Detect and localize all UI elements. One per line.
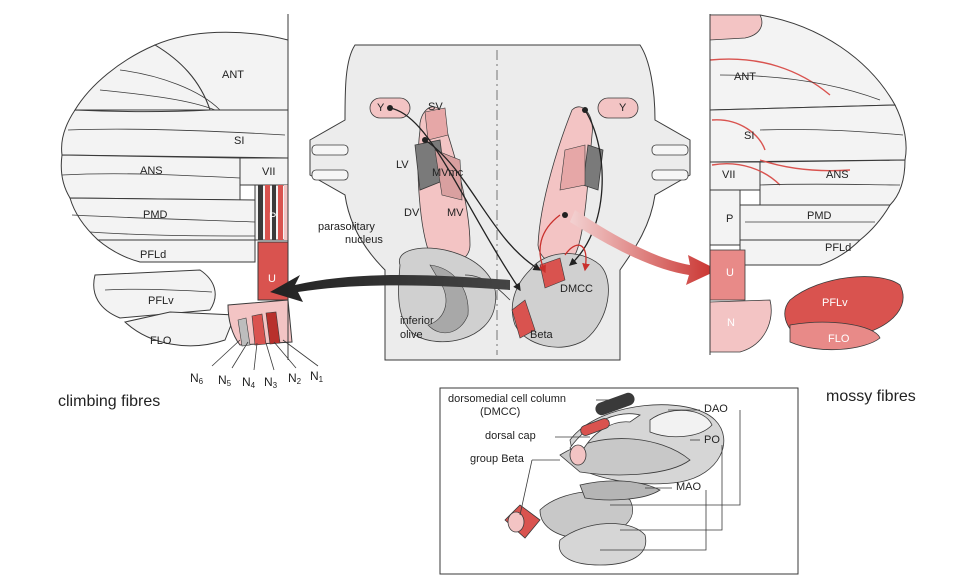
left-label-vii: VII (262, 166, 276, 178)
right-lobule-ant (709, 14, 896, 111)
right-label-pfld: PFLd (825, 242, 852, 254)
inset-label-dao: DAO (704, 403, 728, 415)
beta-region (511, 299, 536, 339)
left-label-ans: ANS (140, 165, 163, 177)
nucleus-label-n4: N4 (242, 376, 255, 390)
nucleus-subscript: 3 (272, 381, 278, 390)
right-red-lines (709, 58, 851, 186)
left-lobule-ans (60, 154, 241, 201)
right-lobule-pfld (739, 239, 862, 266)
nucleus-label-n1: N1 (310, 370, 323, 384)
right-label-ant: ANT (734, 71, 756, 83)
right-label-flo: FLO (828, 333, 850, 345)
nucleus-subscript: 6 (198, 377, 204, 386)
right-lobule-ans (759, 159, 906, 206)
right-label-n: N (727, 317, 735, 329)
left-label-si: SI (234, 135, 245, 147)
mvmc-left (434, 149, 463, 201)
nucleus-prefix: N (242, 375, 251, 389)
left-label-u: U (268, 273, 276, 285)
right-lobule-si (709, 104, 907, 163)
left-label-pmd: PMD (143, 209, 168, 221)
nucleus-label-n5: N5 (218, 374, 231, 388)
nucleus-subscript: 5 (226, 379, 232, 388)
inset-label-mao: MAO (676, 481, 702, 493)
nucleus-subscript: 2 (296, 377, 302, 386)
inset-label-dorsal-cap: dorsal cap (485, 430, 536, 442)
right-label-ans: ANS (826, 169, 849, 181)
inset-olive-drawing (504, 392, 725, 566)
left-cerebellum (60, 31, 293, 347)
nucleus-prefix: N (310, 369, 319, 383)
label-y-left: Y (377, 102, 385, 114)
label-parasolitary: parasolitary (318, 221, 375, 233)
nucleus-label-n6: N6 (190, 372, 203, 386)
nucleus-prefix: N (288, 371, 297, 385)
nucleus-label-n3: N3 (264, 376, 277, 390)
right-label-pmd: PMD (807, 210, 832, 222)
right-label-p: P (726, 213, 734, 225)
right-red-regions (709, 14, 904, 353)
left-p-stripes (258, 185, 288, 240)
nuclei-leaders (211, 339, 319, 371)
nucleus-prefix: N (190, 371, 199, 385)
label-dv: DV (404, 207, 420, 219)
right-cerebellum (709, 14, 907, 266)
nucleus-subscript: 1 (318, 375, 324, 384)
right-label-u: U (726, 267, 734, 279)
fibre-paths (389, 107, 603, 292)
nucleus-label-n2: N2 (288, 372, 301, 386)
inset-label-dorsomedial: dorsomedial cell column (448, 393, 566, 405)
left-label-pfld: PFLd (140, 249, 167, 261)
right-label-pflv: PFLv (822, 297, 848, 309)
inset-leaders (519, 399, 741, 551)
label-mvmc: MVmc (432, 167, 464, 179)
inferior-olive-right (511, 253, 609, 348)
mossy-fibre-arrow (570, 210, 718, 285)
right-label-vii: VII (722, 169, 736, 181)
caption-mossy-fibres: mossy fibres (826, 388, 916, 405)
left-lobule-flo (123, 311, 236, 347)
label-nucleus: nucleus (345, 234, 383, 246)
left-label-flo: FLO (150, 335, 172, 347)
right-lobule-p (709, 189, 741, 246)
left-label-ant: ANT (222, 69, 244, 81)
caption-climbing-fibres: climbing fibres (58, 393, 161, 410)
label-olive: olive (400, 329, 423, 341)
left-label-pflv: PFLv (148, 295, 174, 307)
right-label-si: SI (744, 130, 755, 142)
nucleus-prefix: N (264, 375, 273, 389)
label-sv: SV (428, 101, 443, 113)
label-mv: MV (447, 207, 464, 219)
brainstem (309, 44, 691, 361)
label-dmcc: DMCC (560, 283, 593, 295)
climbing-fibre-arrow (270, 275, 510, 302)
left-lobule-si (61, 109, 289, 159)
dmcc-region (539, 257, 566, 289)
y-nucleus-right (597, 97, 639, 119)
nucleus-prefix: N (218, 373, 227, 387)
nucleus-subscript: 4 (250, 381, 256, 390)
label-lv: LV (396, 159, 409, 171)
inset-label-po: PO (704, 434, 720, 446)
inset-label-group-beta: group Beta (470, 453, 524, 465)
inset-label-dmcc: (DMCC) (480, 406, 521, 418)
left-lobule-pfld (96, 239, 256, 263)
sv-left (424, 107, 449, 141)
label-y-right: Y (619, 102, 627, 114)
label-inferior: inferior (400, 315, 434, 327)
label-beta: Beta (530, 329, 553, 341)
left-label-p: P (269, 211, 277, 223)
left-lobule-pflv (93, 269, 216, 319)
